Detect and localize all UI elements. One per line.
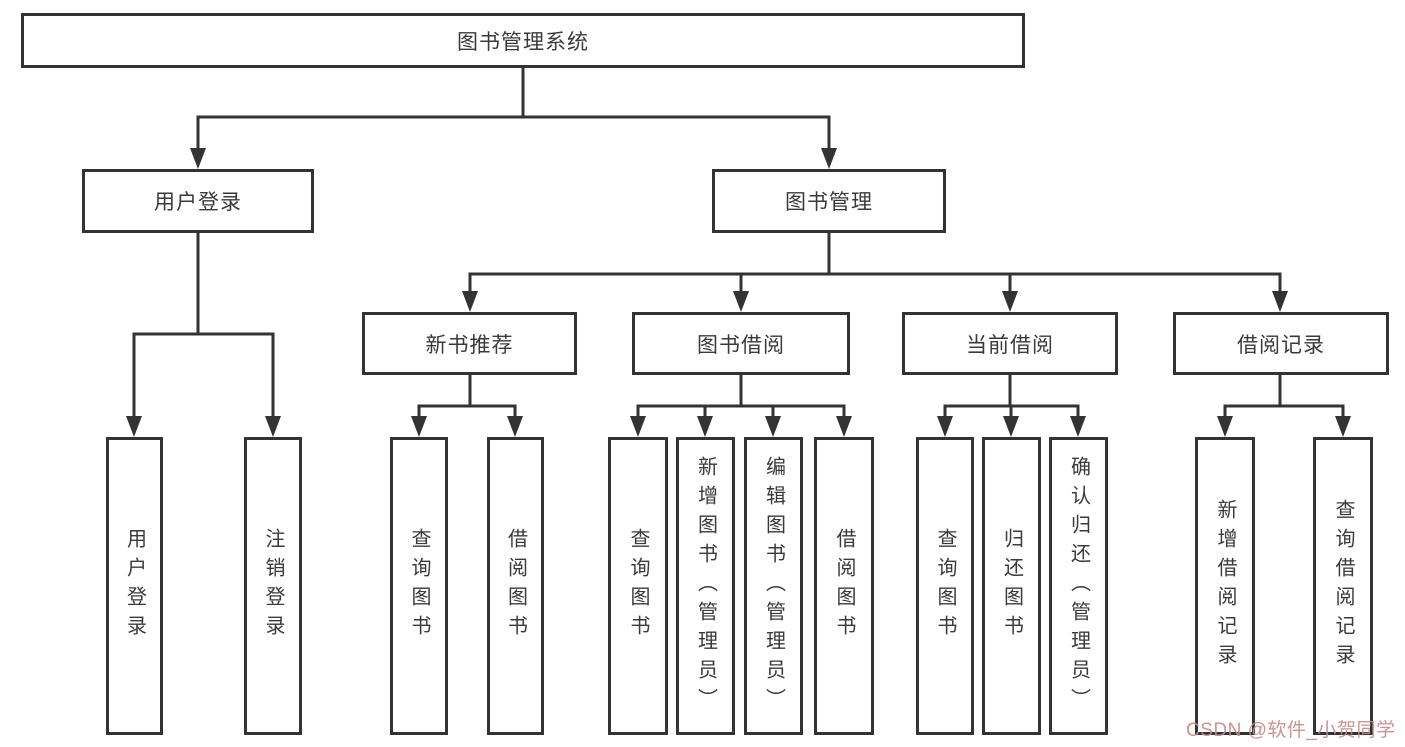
arrowhead	[630, 416, 646, 437]
connector-root-split	[196, 65, 831, 150]
arrowhead	[821, 148, 837, 169]
node-leaf-borrow-books: 借阅图书	[814, 437, 874, 735]
node-label: 借阅记录	[1237, 333, 1325, 357]
node-leaf-query-borrow-record: 查询借阅记录	[1313, 437, 1373, 735]
node-library-management-system: 图书管理系统	[21, 13, 1025, 68]
node-current-borrowing: 当前借阅	[902, 312, 1118, 375]
node-label: 编辑图书（管理员）	[762, 455, 785, 717]
arrowhead	[507, 416, 523, 437]
node-label: 查询图书	[408, 528, 430, 644]
node-user-login-branch: 用户登录	[82, 169, 314, 233]
node-leaf-query-books-borrowing: 查询图书	[608, 437, 668, 735]
arrowhead	[265, 416, 281, 437]
arrowhead	[765, 416, 781, 437]
node-label: 图书管理系统	[457, 30, 589, 54]
arrowhead	[836, 416, 852, 437]
node-leaf-query-books-current: 查询图书	[916, 437, 974, 735]
node-label: 图书管理	[785, 191, 873, 214]
node-label: 确认归还（管理员）	[1067, 455, 1090, 717]
connector-book-borrow-split	[636, 373, 846, 418]
node-book-management: 图书管理	[712, 169, 946, 233]
node-label: 图书借阅	[697, 333, 785, 357]
connector-book-mgmt-split	[468, 230, 1282, 293]
connector-new-book-rec-split	[417, 373, 517, 418]
node-new-book-recommendation: 新书推荐	[362, 312, 577, 375]
node-label: 用户登录	[123, 528, 146, 644]
node-leaf-edit-books-admin: 编辑图书（管理员）	[744, 437, 803, 735]
node-label: 当前借阅	[966, 333, 1054, 357]
arrowhead	[1003, 416, 1019, 437]
arrowhead	[190, 148, 206, 169]
arrowhead	[411, 416, 427, 437]
connector-current-borrow-split	[943, 373, 1080, 418]
node-borrowing-records: 借阅记录	[1173, 312, 1389, 375]
node-label: 借阅图书	[833, 528, 855, 644]
node-book-borrowing: 图书借阅	[632, 312, 850, 375]
arrowhead	[462, 291, 478, 312]
arrowhead	[1070, 416, 1086, 437]
node-label: 归还图书	[1000, 528, 1023, 644]
node-leaf-logout: 注销登录	[244, 437, 302, 735]
connector-borrow-records-split	[1223, 373, 1345, 418]
node-leaf-return-books: 归还图书	[982, 437, 1041, 735]
csdn-watermark: CSDN @软件_小贺同学	[1186, 720, 1396, 741]
node-label: 借阅图书	[504, 528, 527, 644]
node-label: 用户登录	[154, 191, 242, 214]
node-label: 新增借阅记录	[1214, 499, 1236, 673]
node-leaf-add-books-admin: 新增图书（管理员）	[676, 437, 735, 735]
node-leaf-confirm-return-admin: 确认归还（管理员）	[1049, 437, 1108, 735]
connector-user-login-split	[132, 230, 275, 418]
arrowhead	[1217, 416, 1233, 437]
node-label: 查询借阅记录	[1332, 499, 1354, 673]
node-leaf-borrow-books-recommendation: 借阅图书	[487, 437, 544, 735]
node-label: 新书推荐	[425, 333, 514, 357]
arrowhead	[1002, 291, 1018, 312]
node-label: 新增图书（管理员）	[694, 455, 717, 717]
arrowhead	[733, 291, 749, 312]
arrowhead	[126, 416, 142, 437]
node-leaf-user-login: 用户登录	[106, 437, 163, 735]
arrowhead	[1335, 416, 1351, 437]
arrowhead	[1272, 291, 1288, 312]
node-leaf-add-borrow-record: 新增借阅记录	[1195, 437, 1255, 735]
node-label: 查询图书	[934, 528, 956, 644]
node-leaf-query-books-recommendation: 查询图书	[390, 437, 448, 735]
arrowhead	[697, 416, 713, 437]
node-label: 查询图书	[627, 528, 649, 644]
node-label: 注销登录	[262, 528, 284, 644]
arrowhead	[937, 416, 953, 437]
